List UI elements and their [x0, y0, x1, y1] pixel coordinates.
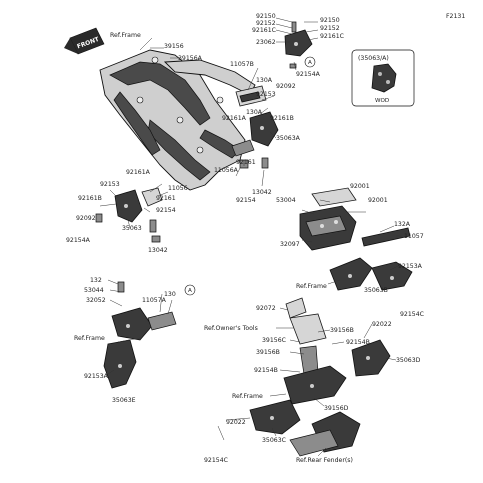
label-13042-2: 13042 [148, 247, 168, 254]
bracket-35063a [231, 111, 279, 169]
label-11057: 11057 [404, 233, 424, 240]
label-32097: 32097 [280, 241, 300, 248]
label-92154-2: 92154 [156, 207, 176, 214]
label-92022-1: 92022 [372, 321, 392, 328]
label-35063: 35063 [122, 225, 142, 232]
label-ref-frame-bottom: Ref.Frame [232, 393, 263, 400]
label-53004: 53004 [276, 197, 296, 204]
label-39156b-1: 39156B [330, 327, 354, 334]
label-53044: 53044 [84, 287, 104, 294]
inset-label: (35063/A) [358, 55, 389, 62]
label-ref-owners-tools: Ref.Owner's Tools [204, 325, 258, 332]
label-11057b: 11057B [230, 61, 254, 68]
label-92154a-2: 92154A [66, 237, 91, 244]
label-132: 132 [90, 277, 102, 284]
label-92092-2: 92092 [76, 215, 96, 222]
label-92153a-1: 92153A [398, 263, 423, 270]
leader-lines [99, 17, 402, 457]
label-ref-frame-top: Ref.Frame [110, 32, 141, 39]
label-92154b-2: 92154B [346, 339, 370, 346]
label-11056a: 11056A [214, 167, 239, 174]
rear-fender-area [289, 411, 361, 457]
label-11057a: 11057A [142, 297, 167, 304]
label-130a-2: 130A [246, 109, 263, 116]
label-23062: 23062 [256, 39, 276, 46]
label-ref-frame-mid: Ref.Frame [296, 283, 327, 290]
label-13042-1: 13042 [252, 189, 272, 196]
label-92154c-2: 92154C [204, 457, 228, 464]
label-92161-1: 92161 [236, 159, 256, 166]
label-39156b-2: 39156B [256, 349, 280, 356]
label-92153a-2: 92153A [84, 373, 109, 380]
tool-tray [283, 297, 347, 405]
label-39156c: 39156C [262, 337, 286, 344]
label-92161b-2: 92161B [78, 195, 102, 202]
label-92154a-1: 92154A [296, 71, 321, 78]
label-92161b-1: 92161B [270, 115, 294, 122]
label-11056: 11056 [168, 185, 188, 192]
label-92022-2: 92022 [226, 419, 246, 426]
label-92150-1: 92150 [256, 13, 276, 20]
diagram-id: F2131 [446, 13, 465, 20]
label-130a-1: 130A [256, 77, 273, 84]
main-frame [99, 49, 256, 191]
label-92152-2: 92152 [320, 25, 340, 32]
label-92001-2: 92001 [368, 197, 388, 204]
top-bracket-23062 [284, 21, 313, 69]
label-39156d: 39156D [324, 405, 349, 412]
label-92161c-1: 92161C [252, 27, 276, 34]
label-35063a: 35063A [276, 135, 301, 142]
label-92001-1: 92001 [350, 183, 370, 190]
label-92153-2: 92153 [100, 181, 120, 188]
label-92161a-1: 92161A [222, 115, 247, 122]
label-92092-1: 92092 [276, 83, 296, 90]
callout-a-bottom-text: A [188, 288, 192, 294]
label-132a: 132A [394, 221, 411, 228]
bracket-35063c [249, 399, 301, 435]
label-35063b: 35063B [364, 287, 388, 294]
strap-11057 [361, 227, 411, 247]
label-92161-2: 92161 [156, 195, 176, 202]
label-92072: 92072 [256, 305, 276, 312]
label-32052: 32052 [86, 297, 106, 304]
label-35063d: 35063D [396, 357, 421, 364]
label-92153-1: 92153 [256, 91, 276, 98]
inset-bracket-shape [371, 63, 397, 93]
label-92154b-1: 92154B [254, 367, 278, 374]
label-39156: 39156 [164, 43, 184, 50]
front-direction-badge: FRONT [64, 27, 105, 55]
label-ref-rear-fender: Ref.Rear Fender(s) [296, 457, 353, 464]
callout-a-top: A [304, 56, 316, 68]
bracket-35063e [103, 281, 177, 389]
label-35063e: 35063E [112, 397, 136, 404]
bracket-35063d [351, 339, 391, 377]
label-92154c-1: 92154C [400, 311, 424, 318]
label-130: 130 [164, 291, 176, 298]
part-labels: Ref.Frame 39156 39156A 11057B 130A 92150… [66, 13, 424, 464]
battery-case-32097 [299, 187, 357, 251]
label-92150-2: 92150 [320, 17, 340, 24]
label-39156a: 39156A [178, 55, 203, 62]
inset-code: WOD [375, 98, 389, 104]
callout-a-bottom: A [184, 284, 196, 296]
label-92161c-2: 92161C [320, 33, 344, 40]
label-92161a-2: 92161A [126, 169, 151, 176]
bracket-35063b [329, 257, 413, 291]
inset-box: (35063/A) WOD [351, 49, 415, 107]
upper-bracket-11057b [235, 85, 267, 107]
label-92152-1: 92152 [256, 20, 276, 27]
bracket-35063 [95, 187, 163, 243]
callout-a-top-text: A [308, 60, 312, 66]
label-ref-frame-left: Ref.Frame [74, 335, 105, 342]
label-35063c: 35063C [262, 437, 286, 444]
label-92154-1: 92154 [236, 197, 256, 204]
